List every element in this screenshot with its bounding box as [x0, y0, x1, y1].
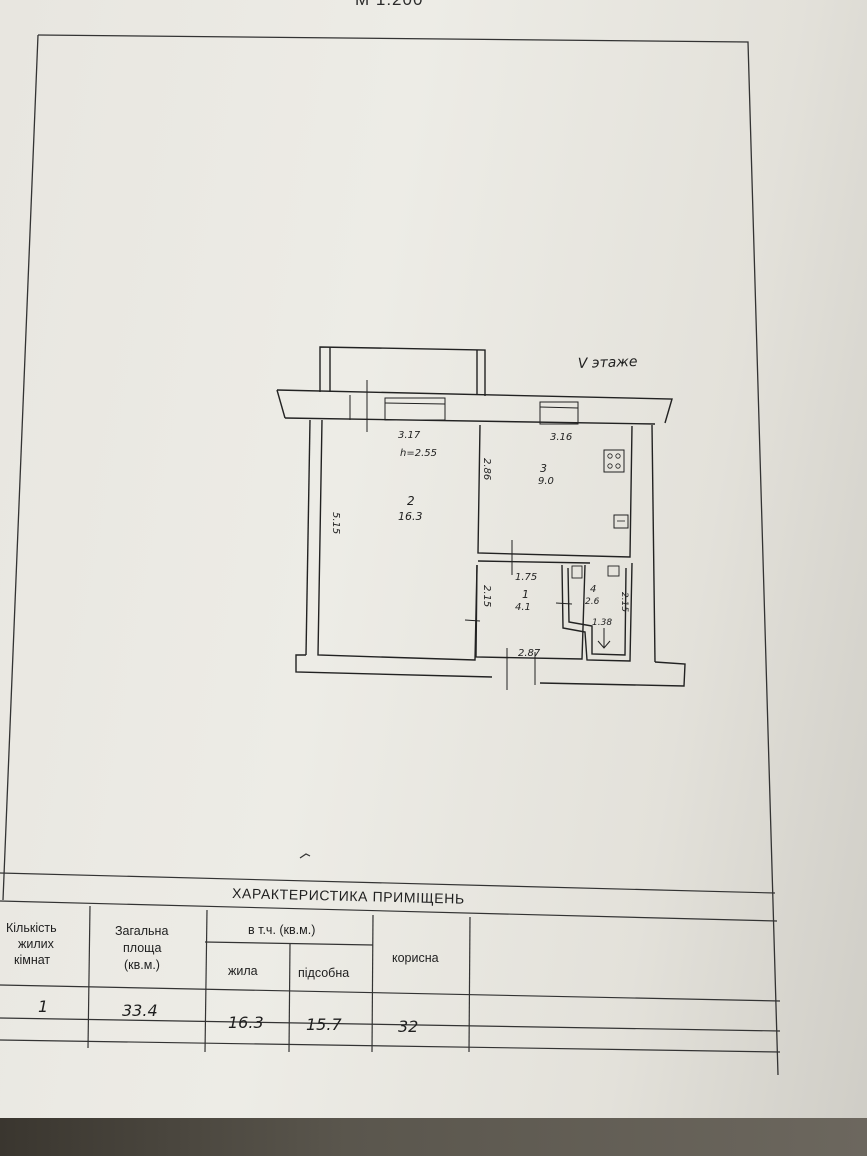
table-top-line	[0, 872, 776, 894]
col-line-3	[288, 943, 291, 1053]
plan-labels: V этаже 3.17 h=2.55 2 16.3 5.15 3.16 2.8…	[330, 354, 638, 659]
header-total-line3: (кв.м.)	[124, 958, 160, 972]
scale-label: М 1:200	[355, 0, 423, 10]
stove-burner-1	[607, 453, 613, 459]
hall-walls	[475, 564, 586, 660]
value-total-area: 33.4	[122, 1001, 158, 1020]
header-rooms-line2: жилих	[18, 937, 55, 951]
room2-walls	[317, 419, 478, 661]
table-header-bottom	[0, 984, 781, 1002]
bath-width: 1.38	[592, 618, 612, 628]
header-useful: корисна	[392, 951, 439, 965]
table-bottom-line	[0, 1039, 781, 1053]
wall-break-left	[276, 389, 286, 419]
frame-border	[37, 34, 779, 1076]
window-kitchen-mid	[539, 406, 579, 409]
value-living: 16.3	[228, 1013, 264, 1032]
hall-depth: 2.15	[481, 585, 492, 607]
col-line-4	[371, 914, 374, 1053]
hall-top	[477, 560, 591, 564]
col-line-2	[204, 909, 208, 1053]
background-surface	[0, 1118, 867, 1156]
col-line-5	[468, 916, 471, 1053]
table-title-bottom	[0, 900, 778, 922]
window-room2	[384, 397, 446, 421]
floor-note: V этаже	[578, 354, 638, 372]
balcony-outline	[319, 346, 486, 396]
header-total-line1: Загальна	[115, 924, 168, 938]
room4-number: 4	[590, 584, 596, 595]
top-wall-inner	[284, 417, 656, 425]
right-bottom-wall	[539, 661, 686, 687]
table-text: ХАРАКТЕРИСТИКА ПРИМІЩЕНЬ Кількість жилих…	[6, 885, 465, 1036]
value-rooms-count: 1	[38, 997, 48, 1016]
header-rooms-line3: кімнат	[14, 953, 50, 967]
window-kitchen	[539, 401, 579, 425]
bathroom-inner	[567, 567, 627, 656]
table-sub-line	[204, 941, 374, 946]
room1-area: 4.1	[515, 602, 531, 613]
kitchen-depth: 2.86	[481, 458, 492, 480]
room2-door-tick	[464, 619, 481, 622]
room1-number: 1	[522, 588, 529, 601]
bath-arrow-head	[597, 640, 611, 649]
bath-door-tick	[555, 602, 573, 605]
header-rooms-line1: Кількість	[6, 921, 57, 935]
room2-left-outer	[305, 419, 311, 656]
header-auxiliary: підсобна	[298, 966, 349, 980]
value-useful: 32	[398, 1017, 418, 1036]
right-outer-wall	[651, 424, 656, 663]
bath-fixture-icon	[571, 565, 583, 579]
bottom-left-wall	[295, 654, 493, 678]
sink-icon	[613, 514, 629, 529]
stove-icon	[603, 449, 625, 473]
stove-burner-2	[615, 453, 621, 459]
header-living: жила	[228, 964, 258, 978]
frame-left	[2, 34, 39, 901]
pen-mark	[299, 853, 311, 859]
room2-length: 5.15	[330, 512, 341, 534]
value-auxiliary: 15.7	[306, 1015, 342, 1034]
stove-burner-4	[615, 463, 621, 469]
room2-width: 3.17	[398, 430, 421, 441]
stove-burner-3	[607, 463, 613, 469]
ceiling-height: h=2.55	[400, 448, 437, 459]
room4-area: 2.6	[585, 597, 600, 607]
room3-area: 9.0	[538, 476, 554, 487]
col-line-1	[87, 905, 91, 1049]
kitchen-walls	[477, 424, 633, 558]
toilet-fixture-icon	[607, 565, 620, 577]
top-wall-outer	[276, 389, 673, 424]
kitchen-width: 3.16	[550, 432, 572, 443]
hall-width: 1.75	[515, 572, 537, 583]
room2-number: 2	[407, 494, 415, 508]
table-title: ХАРАКТЕРИСТИКА ПРИМІЩЕНЬ	[232, 885, 465, 907]
header-incl: в т.ч. (кв.м.)	[248, 923, 315, 937]
window-room2-mid	[384, 402, 446, 405]
table-row-line	[0, 1017, 781, 1032]
characteristics-table	[0, 872, 781, 1053]
bath-depth: 2.15	[619, 592, 629, 612]
hall-bottom: 2.87	[518, 648, 541, 659]
header-total-line2: площа	[123, 941, 161, 955]
bathroom-walls	[561, 562, 633, 662]
floor-plan	[276, 346, 686, 690]
room2-area: 16.3	[398, 510, 423, 523]
room3-number: 3	[540, 462, 547, 475]
